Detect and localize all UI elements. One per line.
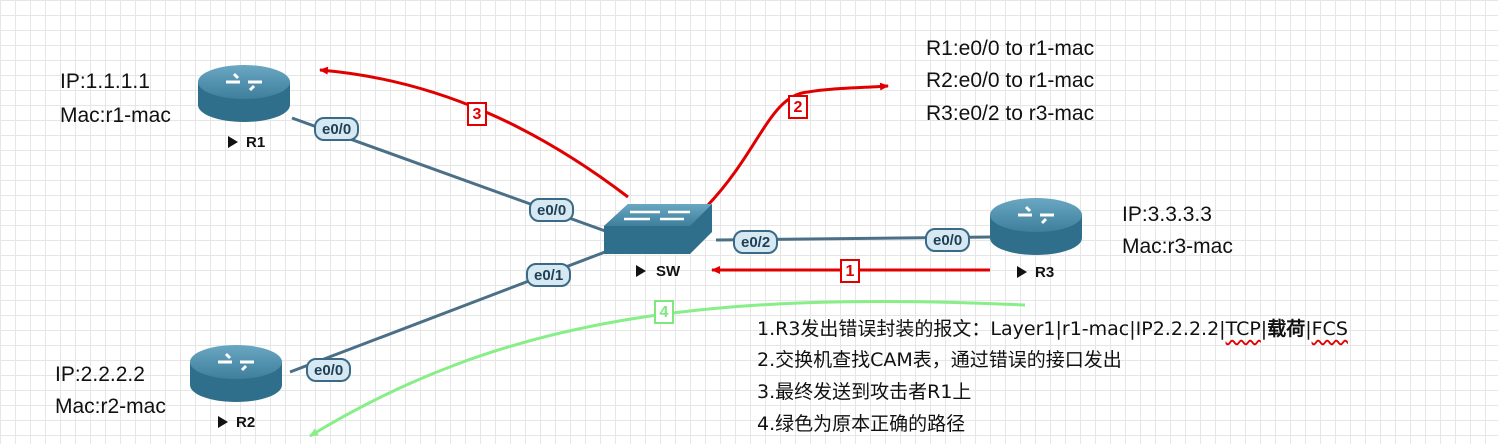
cam-entry: R2:e0/0 to r1-mac [926, 69, 1095, 92]
r3-play-icon [1017, 266, 1027, 278]
iface-sw-e00: e0/0 [529, 198, 575, 222]
cam-entry: R3:e0/2 to r3-mac [926, 102, 1095, 125]
step-1-badge: 1 [840, 259, 860, 283]
note-line-4: 4.绿色为原本正确的路径 [757, 413, 966, 435]
cam-entry: R1:e0/0 to r1-mac [926, 37, 1095, 60]
note-payload: 载荷 [1267, 318, 1306, 340]
router-r2-icon[interactable] [190, 345, 282, 402]
path-step4-correct [309, 299, 1026, 438]
step-3-badge: 3 [467, 102, 487, 126]
r2-mac-label: Mac:r2-mac [55, 395, 166, 418]
r1-name: R1 [246, 134, 266, 151]
r1-mac-label: Mac:r1-mac [60, 104, 171, 127]
note-line-1-prefix: 1.R3发出错误封装的报文：Layer1|r1-mac|IP2.2.2.2| [757, 318, 1226, 340]
sw-play-icon [636, 265, 646, 277]
note-fcs: FCS [1311, 318, 1348, 340]
note-tcp: TCP [1225, 318, 1261, 340]
router-r3-icon[interactable] [990, 198, 1082, 255]
note-line-3: 3.最终发送到攻击者R1上 [757, 381, 972, 403]
r3-name: R3 [1035, 264, 1055, 281]
path-step3-to-r1 [319, 66, 629, 199]
path-step2-up [706, 82, 889, 207]
iface-r2-e00: e0/0 [306, 358, 352, 382]
note-sep: | [1305, 318, 1312, 340]
r2-ip-label: IP:2.2.2.2 [55, 363, 145, 386]
switch-sw-icon[interactable] [604, 204, 712, 254]
note-line-1: 1.R3发出错误封装的报文：Layer1|r1-mac|IP2.2.2.2|TC… [757, 314, 1348, 341]
r1-ip-label: IP:1.1.1.1 [60, 70, 150, 93]
r2-play-icon [218, 416, 228, 428]
r2-name: R2 [236, 414, 256, 431]
note-line-2: 2.交换机查找CAM表，通过错误的接口发出 [757, 349, 1122, 371]
iface-r3-e00: e0/0 [925, 228, 971, 252]
step-4-badge: 4 [654, 300, 674, 324]
step-2-badge: 2 [788, 95, 808, 119]
iface-r1-e00: e0/0 [314, 117, 360, 141]
sw-name: SW [656, 263, 681, 280]
iface-sw-e02: e0/2 [733, 230, 779, 254]
r3-ip-label: IP:3.3.3.3 [1122, 203, 1212, 226]
r1-play-icon [228, 136, 238, 148]
r3-mac-label: Mac:r3-mac [1122, 235, 1233, 258]
iface-sw-e01: e0/1 [526, 263, 572, 287]
router-r1-icon[interactable] [198, 65, 290, 122]
note-sep: | [1260, 318, 1268, 340]
